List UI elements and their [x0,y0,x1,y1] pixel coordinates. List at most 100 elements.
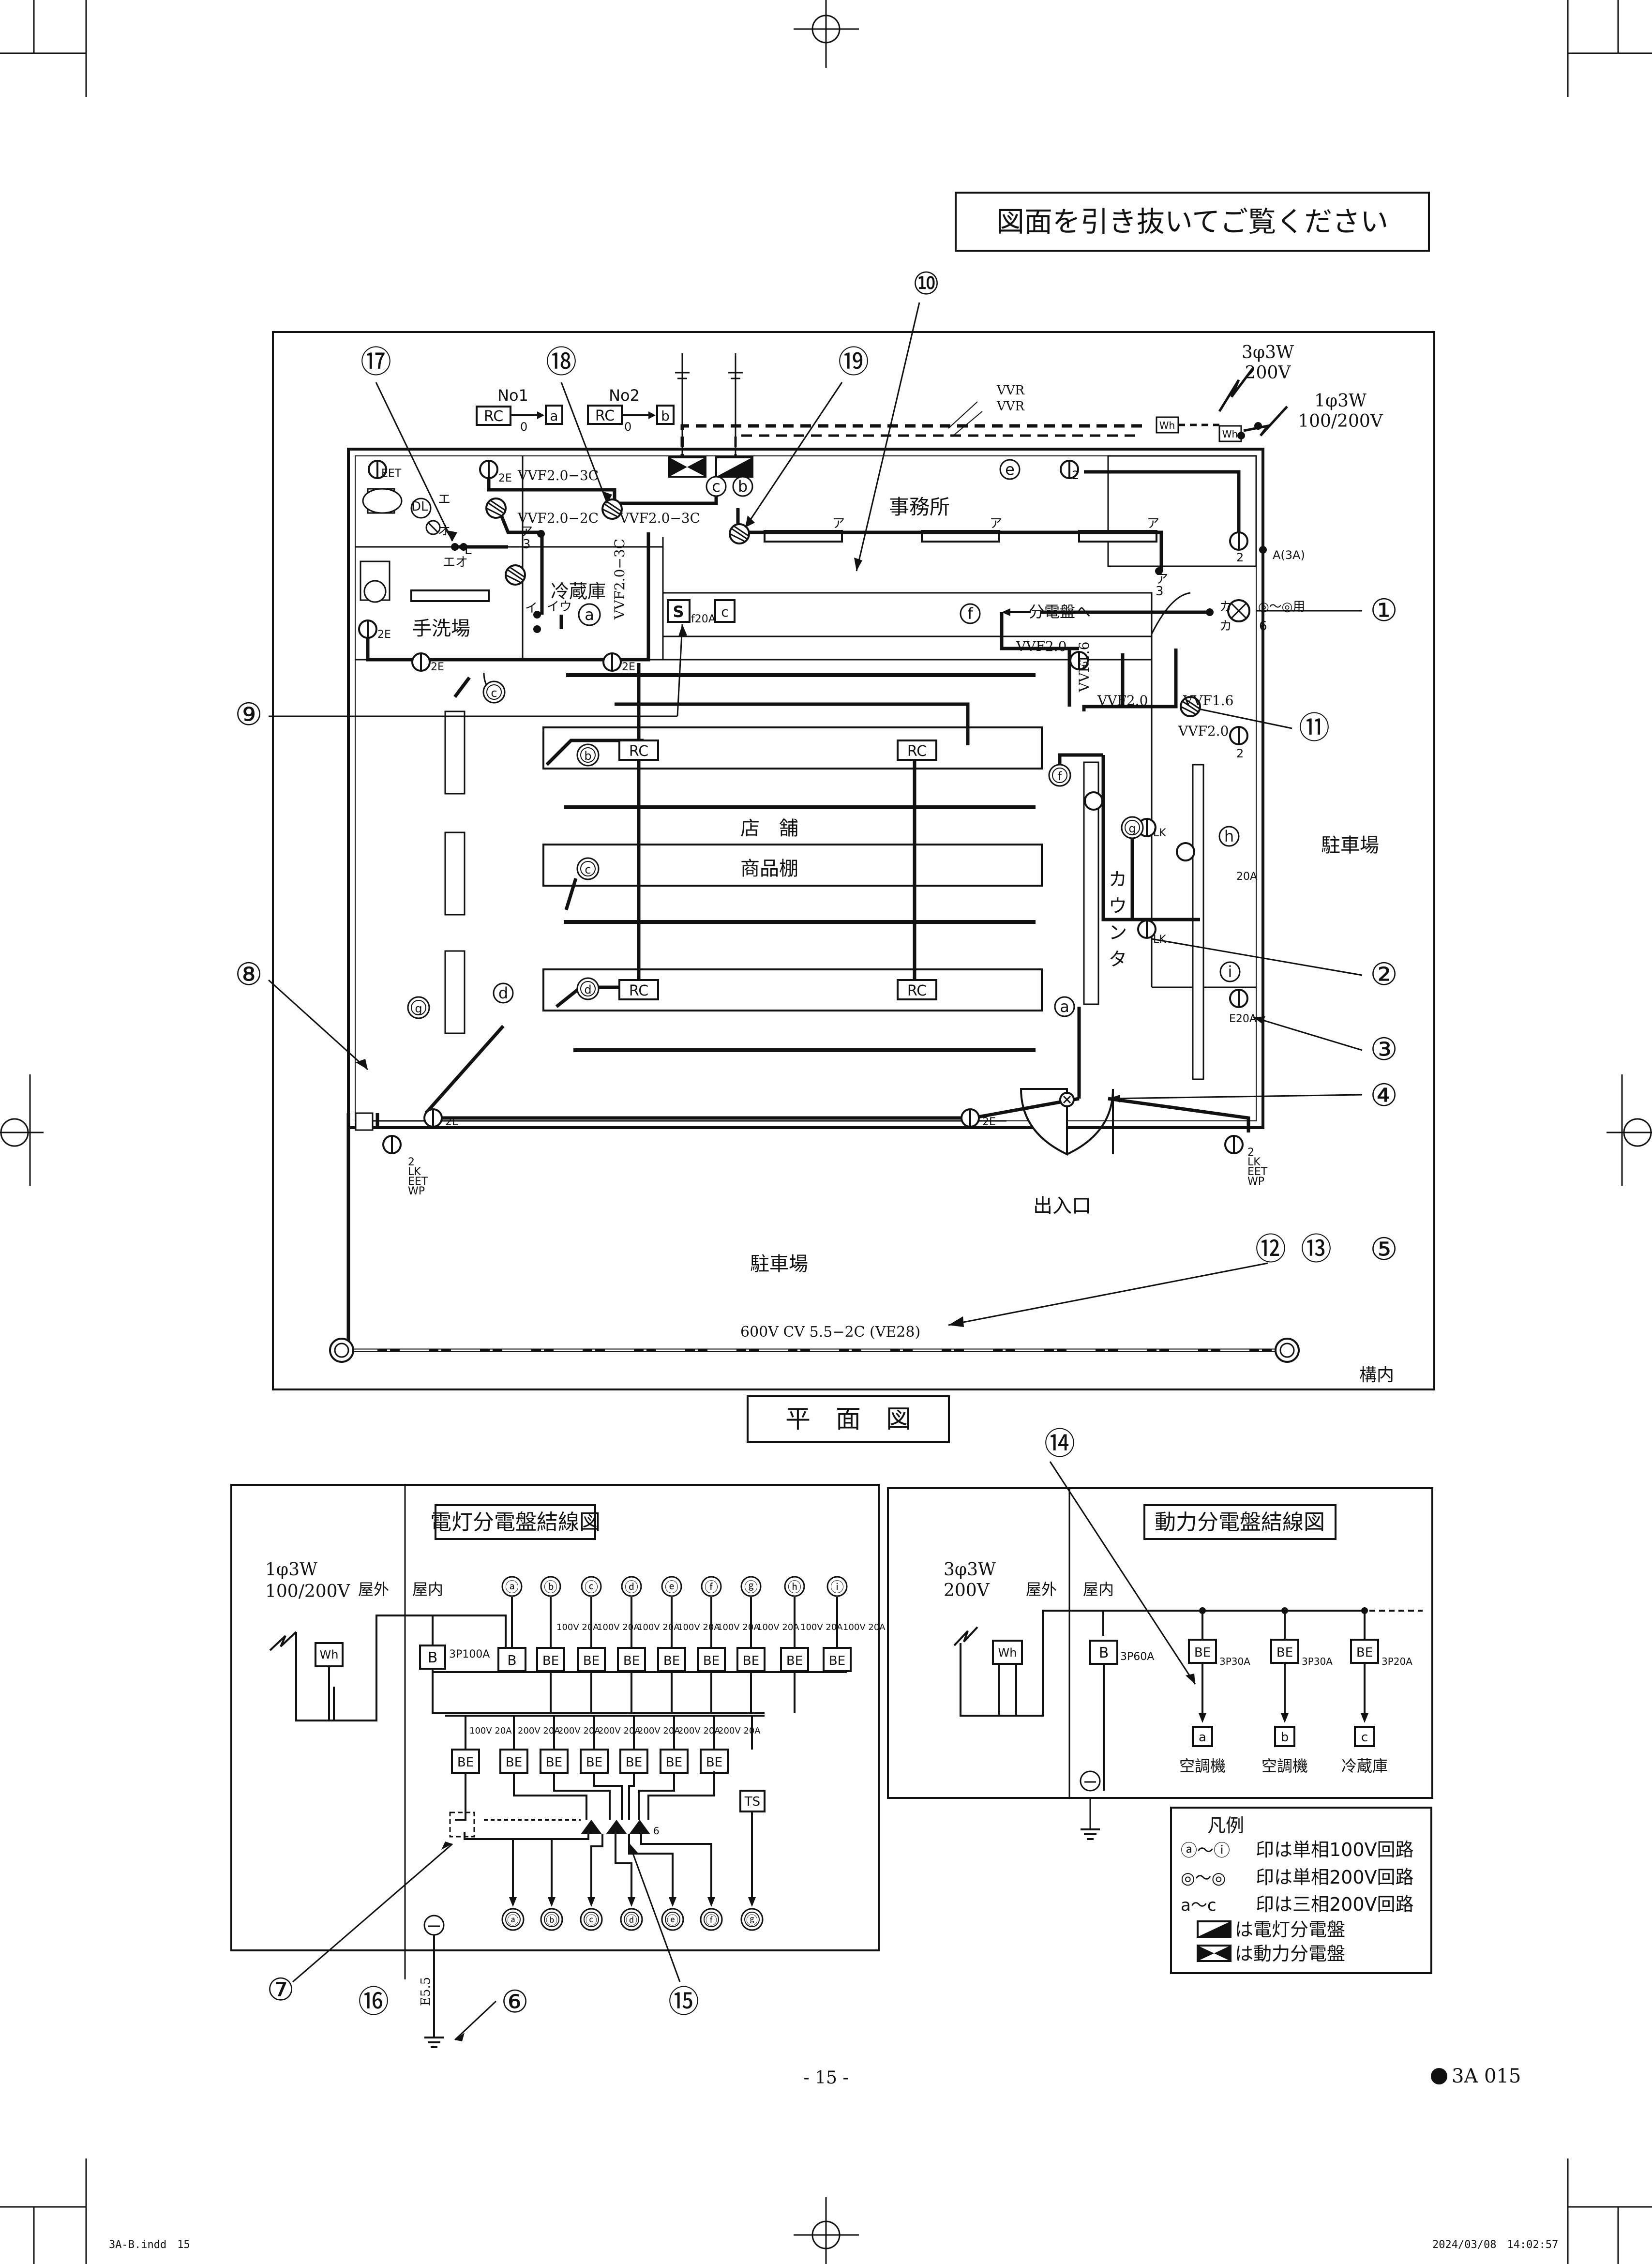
svg-text:2E: 2E [377,629,391,641]
svg-text:BE: BE [1277,1645,1293,1660]
light-bottom-breakers: BE 100V 20A BE 200V 20A BE 200V 20A BE 2… [449,1716,766,1907]
footer-file: 3A-B.indd 15 [109,2239,190,2251]
svg-text:c: c [491,686,497,700]
svg-text:イウ: イウ [547,600,572,614]
svg-text:0: 0 [520,420,527,434]
svg-text:エオ: エオ [443,555,468,570]
svg-text:2E: 2E [445,1116,459,1128]
svg-text:100V 20A: 100V 20A [800,1622,843,1632]
light-top-col-1: ⓑ BE 100V 20A [536,1576,599,1713]
svg-text:200V 20A: 200V 20A [558,1726,601,1736]
svg-text:VVF1.6: VVF1.6 [1076,642,1092,693]
svg-text:a: a [550,408,558,424]
light-bottom-col-6: BE 200V 20A [700,1716,761,1774]
svg-text:は電灯分電盤: は電灯分電盤 [1235,1919,1345,1940]
svg-text:⑱: ⑱ [546,345,577,380]
svg-text:EET: EET [1247,1166,1268,1178]
svg-text:a～c: a～c [1181,1896,1216,1915]
svg-text:g: g [1128,822,1136,835]
svg-text:B: B [507,1652,516,1668]
svg-text:VVF1.6: VVF1.6 [1183,693,1233,709]
cable-labels: VVR VVR VVF2.0−3C VVF2.0−3C VVF2.0−2C VV… [517,383,1268,1341]
room-office: 事務所 [889,495,950,519]
light-bottom-col-0: BE 100V 20A [451,1716,512,1774]
rc-boxes-top: RC a RC b No1 No2 0 0 S f20A c [476,386,736,625]
svg-text:BE: BE [546,1755,562,1770]
svg-text:3: 3 [1156,584,1164,599]
banner-box [955,192,1430,252]
svg-text:2E: 2E [498,472,512,484]
svg-text:b: b [661,408,670,424]
svg-text:ⓒ: ⓒ [586,1914,597,1927]
light-top-breakers: ⓐ B ⓑ BE 100V 20A ⓒ BE 100V 20A ⓓ [497,1576,886,1713]
svg-text:2E: 2E [431,661,444,673]
svg-text:印は単相100V回路: 印は単相100V回路 [1256,1839,1414,1860]
svg-text:100V 20A: 100V 20A [597,1622,640,1632]
svg-text:⑬: ⑬ [1301,1232,1332,1268]
svg-text:6: 6 [1259,619,1267,634]
svg-text:EET: EET [408,1176,428,1188]
svg-text:VVF2.0−3C: VVF2.0−3C [619,510,700,526]
light-top-col-4: ⓔ BE 100V 20A [657,1576,720,1713]
svg-text:3φ3W: 3φ3W [944,1560,996,1580]
svg-text:BE: BE [542,1654,559,1668]
svg-text:カ: カ [1219,619,1232,634]
svg-text:200V 20A: 200V 20A [518,1726,560,1736]
svg-text:カ: カ [1219,600,1232,614]
store-shelves [444,673,1204,1080]
svg-text:VVR: VVR [996,383,1025,398]
light-panel-diagram: 電灯分電盤結線図 1φ3W 100/200V 屋外 屋内 Wh B 3P100A [230,1484,880,1979]
svg-text:b: b [584,749,591,763]
svg-text:印は単相200V回路: 印は単相200V回路 [1256,1867,1414,1888]
legend: 凡例 ⓐ～ⓘ 印は単相100V回路 ◎～◎ 印は単相200V回路 a～c 印は三… [1170,1807,1432,1974]
svg-text:ⓑ: ⓑ [546,1914,557,1927]
svg-text:100/200V: 100/200V [1298,411,1383,431]
svg-text:100V 20A: 100V 20A [556,1622,599,1632]
plan-title: 平 面 図 [785,1405,911,1434]
light-bottom-col-1: BE 200V 20A [499,1716,560,1774]
svg-text:200V 20A: 200V 20A [638,1726,680,1736]
svg-text:3P30A: 3P30A [1302,1656,1333,1667]
plan-panels: Wh Wh [668,353,1288,478]
svg-text:i: i [1228,963,1232,981]
svg-text:h: h [1224,827,1234,845]
svg-text:タ: タ [1109,949,1127,970]
svg-text:A(3A): A(3A) [1273,548,1305,562]
svg-text:RC: RC [907,743,927,760]
svg-text:⑦: ⑦ [267,1972,294,2008]
light-bottom-col-3: BE 200V 20A [580,1716,641,1774]
svg-text:a: a [1199,1730,1206,1745]
svg-text:BE: BE [743,1654,759,1668]
svg-text:空調機: 空調機 [1262,1757,1308,1775]
light-top-col-3: ⓓ BE 100V 20A [617,1576,680,1713]
svg-text:ア: ア [990,516,1002,531]
light-panel-ground: E5.5 [419,1915,445,2048]
room-store: 店 舗 [740,817,798,840]
svg-text:BE: BE [1356,1645,1373,1660]
svg-text:屋内: 屋内 [1083,1580,1114,1599]
svg-text:TS: TS [744,1795,760,1809]
light-bottom-circuits: ⓐ ⓑ ⓒ ⓓ ⓔ ⓕ ⓖ [501,1908,764,1931]
svg-text:ⓖ: ⓖ [746,1914,758,1927]
svg-text:600V CV 5.5−2C (VE28): 600V CV 5.5−2C (VE28) [740,1324,920,1341]
light-top-col-2: ⓒ BE 100V 20A [577,1576,640,1713]
svg-text:f: f [967,604,973,623]
svg-text:BE: BE [626,1755,642,1770]
svg-text:2: 2 [1236,747,1244,760]
svg-text:2E: 2E [622,661,635,673]
svg-text:BE: BE [583,1654,600,1668]
svg-text:ⓑ: ⓑ [544,1579,557,1595]
page-number: - 15 - [803,2068,848,2088]
svg-text:BE: BE [786,1654,803,1668]
svg-text:ⓕ: ⓕ [705,1579,718,1595]
svg-text:100V 20A: 100V 20A [469,1726,512,1736]
svg-text:e: e [1005,460,1015,479]
svg-text:2: 2 [1236,551,1244,564]
svg-text:屋外: 屋外 [1026,1580,1057,1599]
light-top-col-5: ⓕ BE 100V 20A [697,1576,760,1713]
callout-arrowheads [356,491,1265,2041]
svg-text:ⓐ: ⓐ [505,1579,519,1595]
svg-text:f: f [1058,770,1062,783]
svg-text:100V 20A: 100V 20A [677,1622,720,1632]
